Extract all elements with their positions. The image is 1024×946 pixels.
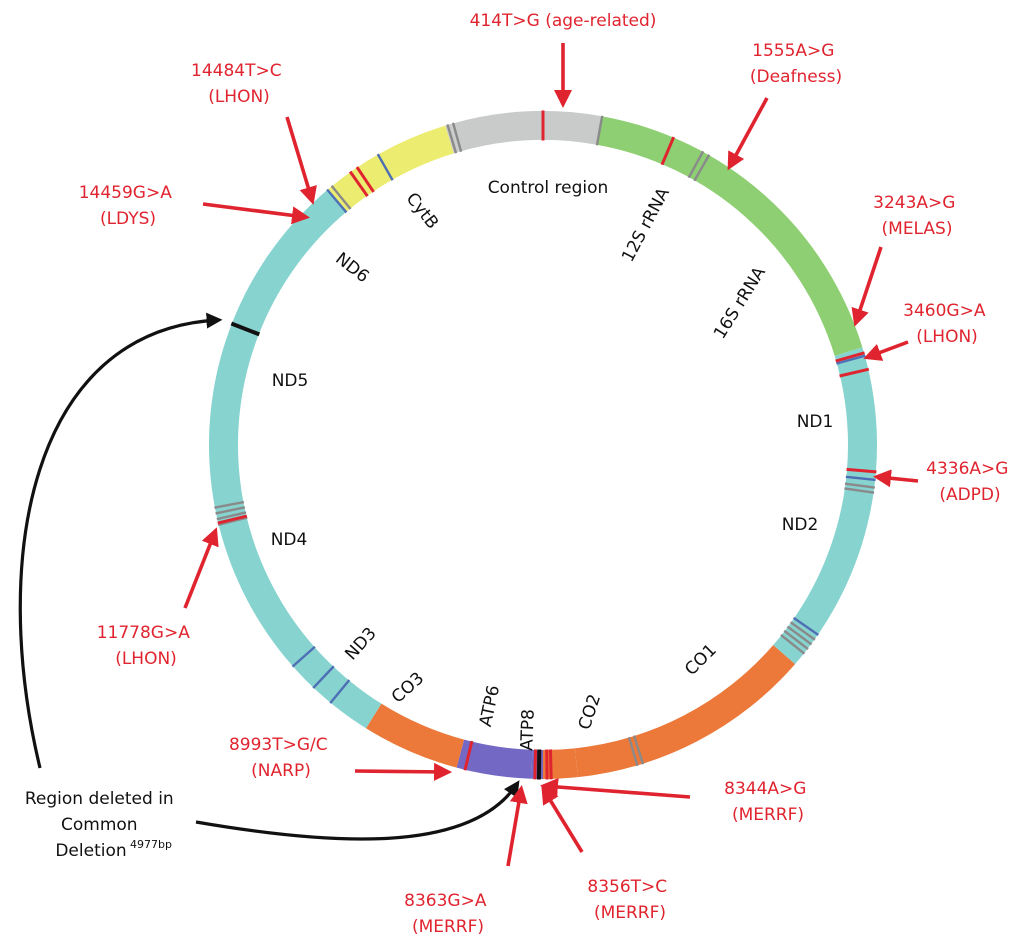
deletion-note: Region deleted in Common Deletion	[25, 789, 179, 861]
gene-label-nd2: ND2	[782, 515, 819, 535]
gene-label-16s: 16S rRNA	[710, 263, 770, 343]
label-3460: 3460G>A (LHON)	[903, 301, 991, 347]
label-8344: 8344A>G (MERRF)	[724, 779, 812, 825]
gene-boundary-9	[792, 616, 820, 636]
rrna-segment	[595, 116, 863, 356]
tick-3243	[835, 351, 865, 363]
gene-boundary-3	[687, 150, 705, 179]
gene-label-co3: CO3	[388, 668, 428, 707]
gene-boundary-0	[446, 124, 458, 154]
tick-4336	[846, 467, 877, 474]
deletion-arrow-lower	[195, 780, 520, 841]
gene-boundary-13	[780, 634, 806, 655]
gene-boundary-11	[786, 625, 813, 646]
gene-boundary-21	[215, 506, 246, 515]
arrow-11778	[183, 527, 219, 609]
gene-boundary-17	[312, 665, 335, 689]
label-14459: 14459G>A (LDYS)	[79, 183, 178, 229]
tick-14484	[348, 170, 369, 198]
tick-8344	[548, 749, 553, 780]
arrow-8344	[539, 778, 691, 799]
genome-ring	[208, 111, 877, 780]
arrow-4336	[872, 469, 919, 488]
deletion-note-superscript: 4977bp	[130, 838, 172, 851]
gene-label-nd6: ND6	[331, 249, 372, 287]
gene-boundaries	[214, 115, 876, 780]
label-8993: 8993T>G/C (NARP)	[229, 735, 333, 781]
tick-8993	[463, 740, 474, 771]
atp6-segment	[456, 739, 533, 779]
tick-3460	[839, 367, 870, 378]
label-8356: 8356T>C (MERRF)	[587, 877, 672, 923]
tick-14459	[355, 166, 375, 193]
arrow-14484	[285, 116, 317, 205]
label-3243: 3243A>G (MELAS)	[873, 193, 961, 239]
gene-label-atp8: ATP8	[517, 709, 538, 751]
gene-label-co2: CO2	[575, 692, 605, 732]
gene-boundary-16	[329, 679, 351, 704]
control-region-segment	[450, 111, 601, 152]
gene-boundary-8	[844, 487, 875, 494]
arrow-14459	[202, 202, 310, 225]
cytb-segment	[328, 125, 454, 212]
nd-segment-right	[773, 347, 877, 665]
gene-label-nd3: ND3	[341, 624, 380, 665]
gene-label-control: Control region	[488, 178, 609, 198]
mutation-ticks	[217, 110, 877, 780]
co3-segment	[366, 703, 465, 768]
label-14484: 14484T>C (LHON)	[191, 61, 287, 107]
gene-boundary-12	[783, 629, 809, 651]
tick-1555	[660, 136, 676, 166]
arrow-3243	[851, 246, 883, 327]
gene-label-nd4: ND4	[271, 530, 308, 550]
gene-boundary-4	[693, 154, 711, 182]
mutation-labels: 414T>G (age-related) 1555A>G (Deafness) …	[79, 11, 1014, 937]
tick-11778	[217, 514, 248, 525]
gene-boundary-25	[376, 153, 394, 181]
nd-segment-left	[208, 189, 382, 729]
gene-boundary-6	[845, 475, 876, 482]
gene-label-nd5: ND5	[272, 371, 309, 391]
deletion-end-marker	[230, 321, 261, 337]
gene-boundary-20	[216, 511, 247, 521]
arrow-1555	[727, 97, 769, 171]
label-11778: 11778G>A (LHON)	[97, 623, 196, 669]
gene-boundary-18	[291, 645, 316, 668]
label-1555: 1555A>G (Deafness)	[750, 41, 842, 87]
label-4336: 4336A>G (ADPD)	[926, 459, 1014, 505]
arrow-8993	[354, 762, 453, 781]
gene-label-nd1: ND1	[797, 412, 834, 432]
gene-label-atp6: ATP6	[476, 683, 504, 728]
gene-boundary-14	[632, 735, 645, 765]
gene-label-12s: 12S rRNA	[618, 184, 674, 265]
gene-boundary-15	[627, 736, 639, 767]
gene-boundary-7	[844, 482, 875, 489]
label-8363: 8363G>A (MERRF)	[404, 891, 492, 937]
gene-boundary-22	[214, 500, 245, 509]
label-414: 414T>G (age-related)	[470, 11, 657, 31]
arrow-8356	[541, 785, 584, 853]
gene-label-cytb: CytB	[402, 189, 443, 233]
arrow-3460	[863, 340, 909, 361]
gene-boundary-10	[789, 621, 816, 641]
gene-boundary-2	[595, 115, 604, 146]
gene-boundary-24	[330, 185, 352, 210]
arrow-8363	[506, 785, 528, 867]
mutation-arrows	[183, 43, 919, 867]
gene-boundary-5	[836, 354, 866, 365]
gene-boundary-23	[326, 188, 348, 214]
gene-label-co1: CO1	[681, 640, 721, 680]
gene-boundary-19	[217, 516, 248, 526]
deletion-note-line3: Deletion	[55, 841, 126, 861]
gene-boundary-1	[451, 122, 463, 153]
tick-8363	[533, 749, 538, 780]
deletion-arrow-upper	[18, 312, 223, 769]
